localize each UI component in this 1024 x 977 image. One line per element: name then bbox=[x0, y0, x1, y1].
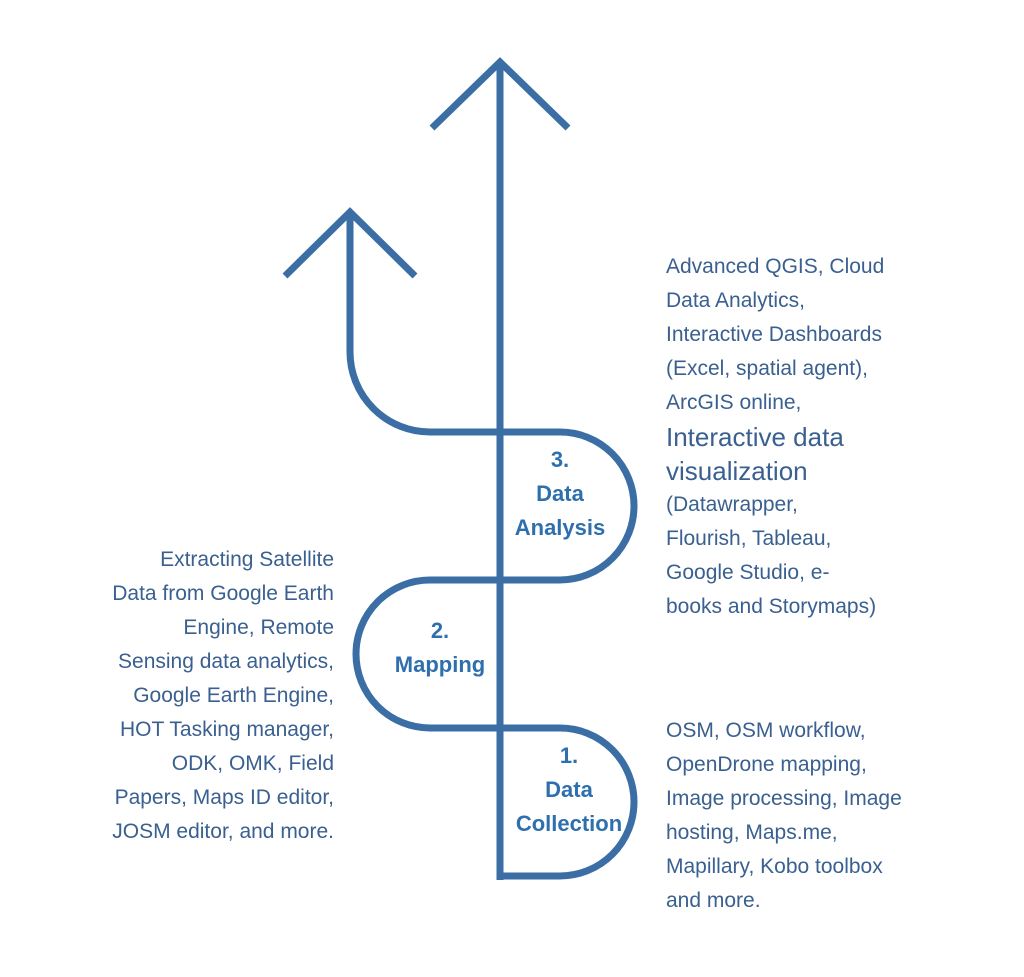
main-arrowhead bbox=[429, 57, 571, 131]
mapping-tool-line: Papers, Maps ID editor, bbox=[114, 786, 334, 809]
step-3-number: 3. bbox=[550, 447, 570, 472]
mapping-tool-line: Sensing data analytics, bbox=[118, 650, 334, 673]
analysis-tool-line: (Excel, spatial agent), bbox=[666, 357, 868, 380]
mapping-tool-line: JOSM editor, and more. bbox=[112, 820, 334, 843]
loop-data-collection bbox=[500, 724, 638, 880]
mapping-tool-line: Extracting Satellite bbox=[160, 548, 334, 571]
step-2-title: Mapping bbox=[394, 652, 486, 677]
loop-data-analysis bbox=[500, 428, 638, 584]
analysis-tool-line: Google Studio, e- bbox=[666, 561, 830, 584]
step-1-title-line1: Data bbox=[545, 777, 593, 802]
branch-arrowhead bbox=[282, 207, 418, 279]
mapping-tool-line: Data from Google Earth bbox=[112, 582, 334, 605]
analysis-tool-line: Advanced QGIS, Cloud bbox=[666, 255, 885, 278]
step-2-label: 2. Mapping bbox=[378, 614, 502, 682]
step-1-label: 1. Data Collection bbox=[504, 739, 634, 841]
step-1-title-line2: Collection bbox=[515, 811, 623, 836]
step-2-number: 2. bbox=[430, 618, 450, 643]
collection-tools-text: OSM, OSM workflow, OpenDrone mapping, Im… bbox=[666, 714, 902, 918]
collection-tool-line: OSM, OSM workflow, bbox=[666, 719, 866, 742]
collection-tool-line: Image processing, Image bbox=[666, 787, 902, 810]
analysis-tool-line: visualization bbox=[666, 456, 808, 486]
analysis-tool-line: books and Storymaps) bbox=[666, 595, 877, 618]
mapping-tool-line: Engine, Remote bbox=[183, 616, 334, 639]
mapping-tool-line: Google Earth Engine, bbox=[133, 684, 334, 707]
collection-tool-line: hosting, Maps.me, bbox=[666, 821, 838, 844]
branch-arrow-path bbox=[346, 212, 500, 436]
analysis-tool-line: ArcGIS online, bbox=[666, 391, 802, 414]
mapping-tool-line: ODK, OMK, Field bbox=[171, 752, 334, 775]
analysis-tool-line: (Datawrapper, bbox=[666, 493, 798, 516]
collection-tool-line: Mapillary, Kobo toolbox bbox=[666, 855, 883, 878]
analysis-tool-line: Interactive data bbox=[666, 422, 844, 452]
analysis-tools-text: Advanced QGIS, Cloud Data Analytics, Int… bbox=[666, 250, 884, 624]
collection-tool-line: and more. bbox=[666, 889, 761, 912]
step-3-label: 3. Data Analysis bbox=[500, 443, 620, 545]
step-1-number: 1. bbox=[559, 743, 579, 768]
mapping-tool-line: HOT Tasking manager, bbox=[120, 718, 334, 741]
step-3-title-line1: Data bbox=[536, 481, 584, 506]
analysis-tool-line: Interactive Dashboards bbox=[666, 323, 882, 346]
collection-tool-line: OpenDrone mapping, bbox=[666, 753, 867, 776]
loop-mapping bbox=[352, 576, 500, 732]
mapping-tools-text: Extracting Satellite Data from Google Ea… bbox=[112, 543, 334, 849]
analysis-tool-line: Data Analytics, bbox=[666, 289, 805, 312]
analysis-tool-line: Flourish, Tableau, bbox=[666, 527, 832, 550]
step-3-title-line2: Analysis bbox=[514, 515, 606, 540]
